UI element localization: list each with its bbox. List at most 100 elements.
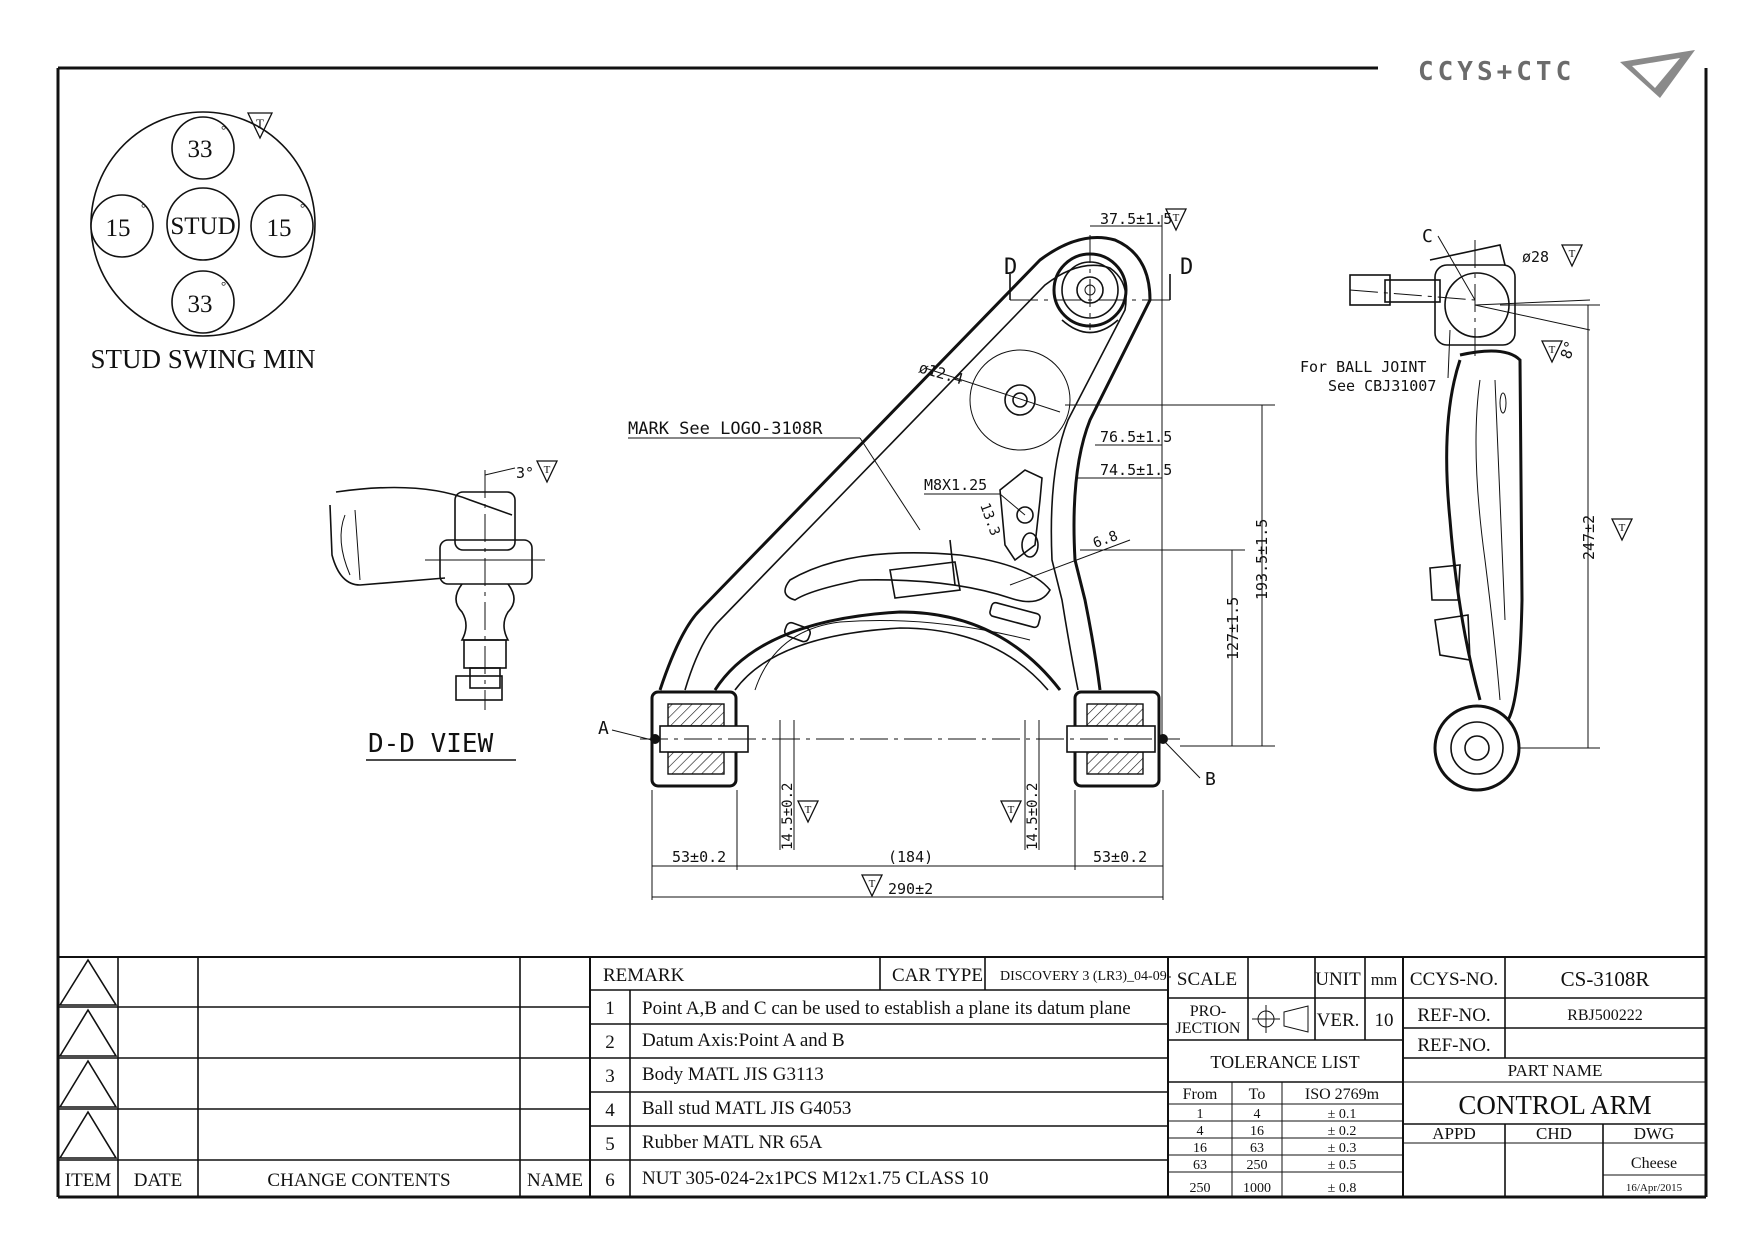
swing-bottom: 33 xyxy=(188,291,213,318)
svg-text:16: 16 xyxy=(1250,1124,1264,1139)
side-length-symbol-icon: T xyxy=(1610,518,1634,542)
tol-header-from: From xyxy=(1183,1086,1218,1103)
dim-76: 76.5±1.5 xyxy=(1100,428,1172,446)
svg-text:T: T xyxy=(544,464,551,476)
svg-text:4: 4 xyxy=(1254,1107,1261,1122)
remark-no-5: 5 xyxy=(605,1134,615,1155)
rev-header-item: ITEM xyxy=(65,1170,112,1191)
remark-no-6: 6 xyxy=(605,1170,615,1191)
svg-text:°: ° xyxy=(221,278,226,293)
chd-label: CHD xyxy=(1536,1124,1572,1143)
svg-text:± 0.2: ± 0.2 xyxy=(1328,1124,1357,1139)
stud-swing-caption: STUD SWING MIN xyxy=(91,344,316,374)
remark-text-5: Rubber MATL NR 65A xyxy=(642,1132,823,1153)
svg-text:4: 4 xyxy=(1197,1124,1204,1139)
drawer-name: Cheese xyxy=(1631,1155,1677,1172)
ref2-label: REF-NO. xyxy=(1417,1035,1490,1056)
section-d-right: D xyxy=(1180,255,1193,280)
svg-text:63: 63 xyxy=(1193,1158,1207,1173)
svg-text:T: T xyxy=(869,878,876,890)
company-logo: CCYS+CTC xyxy=(1418,50,1695,98)
top-symbol-icon: T xyxy=(1164,208,1188,232)
title-block: ITEM DATE CHANGE CONTENTS NAME REMARK CA… xyxy=(58,956,1706,1197)
ver-label: VER. xyxy=(1317,1010,1360,1031)
svg-text:T: T xyxy=(256,116,264,131)
dd-view: 3° T D-D VIEW xyxy=(329,460,559,761)
svg-text:± 0.1: ± 0.1 xyxy=(1328,1107,1357,1122)
mark-note: MARK See LOGO-3108R xyxy=(628,419,823,439)
ref-value: RBJ500222 xyxy=(1567,1007,1643,1024)
logo-text: CCYS+CTC xyxy=(1418,57,1575,87)
remark-text-6: NUT 305-024-2x1PCS M12x1.75 CLASS 10 xyxy=(642,1168,988,1189)
car-type-label: CAR TYPE xyxy=(892,965,983,986)
swing-top: 33 xyxy=(188,136,213,163)
section-d-left: D xyxy=(1004,255,1017,280)
svg-text:± 0.5: ± 0.5 xyxy=(1328,1158,1357,1173)
tolerance-title: TOLERANCE LIST xyxy=(1210,1052,1359,1072)
side-angle-symbol-icon: T xyxy=(1540,340,1564,364)
remark-no-2: 2 xyxy=(605,1032,615,1053)
part-table: CCYS-NO. CS-3108R REF-NO. RBJ500222 REF-… xyxy=(1403,957,1706,1197)
swing-symbol-icon: T xyxy=(246,112,274,140)
side-dia: ø28 xyxy=(1522,248,1549,266)
projection-label-1: PRO- xyxy=(1190,1003,1226,1020)
svg-text:T: T xyxy=(1569,248,1576,260)
unit-value: mm xyxy=(1371,970,1397,989)
remark-text-4: Ball stud MATL JIS G4053 xyxy=(642,1098,851,1119)
revision-table: ITEM DATE CHANGE CONTENTS NAME xyxy=(58,957,591,1197)
dim-290: 290±2 xyxy=(888,880,933,898)
svg-text:T: T xyxy=(1549,344,1556,356)
car-type-value: DISCOVERY 3 (LR3)_04-09- xyxy=(1000,969,1172,984)
bottom-symbol-icon: T xyxy=(860,874,884,898)
left-symbol-icon: T xyxy=(796,800,820,824)
dd-symbol-icon: T xyxy=(535,460,559,484)
svg-text:± 0.3: ± 0.3 xyxy=(1328,1141,1357,1156)
side-dia-symbol-icon: T xyxy=(1560,244,1584,268)
part-name-label: PART NAME xyxy=(1508,1061,1603,1080)
tol-header-to: To xyxy=(1249,1086,1266,1103)
dim-53-right: 53±0.2 xyxy=(1093,848,1147,866)
ver-value: 10 xyxy=(1375,1010,1394,1031)
dwg-label: DWG xyxy=(1634,1124,1675,1143)
svg-text:°: ° xyxy=(221,122,226,137)
svg-text:16: 16 xyxy=(1193,1141,1207,1156)
ref-label: REF-NO. xyxy=(1417,1005,1490,1026)
thread-note: M8X1.25 xyxy=(924,476,987,494)
stud-label: STUD xyxy=(170,213,235,240)
side-view: C ø28 T T 8° For BALL JOINT See CBJ31007… xyxy=(1300,226,1634,792)
remark-no-3: 3 xyxy=(605,1066,615,1087)
scale-label: SCALE xyxy=(1177,969,1237,990)
dim-127: 127±1.5 xyxy=(1224,597,1242,660)
svg-text:°: ° xyxy=(300,200,305,215)
dd-view-label: D-D VIEW xyxy=(368,729,494,759)
remarks-table: REMARK CAR TYPE DISCOVERY 3 (LR3)_04-09-… xyxy=(590,957,1172,1197)
svg-text:T: T xyxy=(1619,522,1626,534)
part-name: CONTROL ARM xyxy=(1458,1090,1651,1120)
svg-text:T: T xyxy=(805,804,812,816)
rev-header-date: DATE xyxy=(134,1170,183,1191)
dim-53-left: 53±0.2 xyxy=(672,848,726,866)
sheet-frame xyxy=(56,66,1708,1199)
projection-symbol-icon xyxy=(1252,1005,1309,1033)
remark-no-1: 1 xyxy=(605,998,615,1019)
appd-label: APPD xyxy=(1432,1124,1475,1143)
svg-text:T: T xyxy=(1173,212,1180,224)
dim-14-left: 14.5±0.2 xyxy=(780,783,796,850)
dim-6: 6.8 xyxy=(1091,528,1120,552)
dim-13: 13.3 xyxy=(976,501,1003,538)
dim-74: 74.5±1.5 xyxy=(1100,461,1172,479)
point-c: C xyxy=(1422,226,1433,247)
svg-text:1: 1 xyxy=(1197,1107,1204,1122)
remark-text-2: Datum Axis:Point A and B xyxy=(642,1030,845,1051)
swing-left: 15 xyxy=(106,215,131,242)
tolerance-rows: 1 4 ± 0.1 4 16 ± 0.2 16 63 ± 0.3 63 250 … xyxy=(1190,1107,1357,1196)
ball-joint-note-1: For BALL JOINT xyxy=(1300,358,1426,376)
point-a: A xyxy=(598,718,609,739)
remark-text-1: Point A,B and C can be used to establish… xyxy=(642,998,1131,1019)
right-symbol-icon: T xyxy=(999,800,1023,824)
rev-header-name: NAME xyxy=(527,1170,583,1191)
ccys-label: CCYS-NO. xyxy=(1410,969,1498,990)
svg-text:± 0.8: ± 0.8 xyxy=(1328,1181,1357,1196)
swing-right: 15 xyxy=(267,215,292,242)
